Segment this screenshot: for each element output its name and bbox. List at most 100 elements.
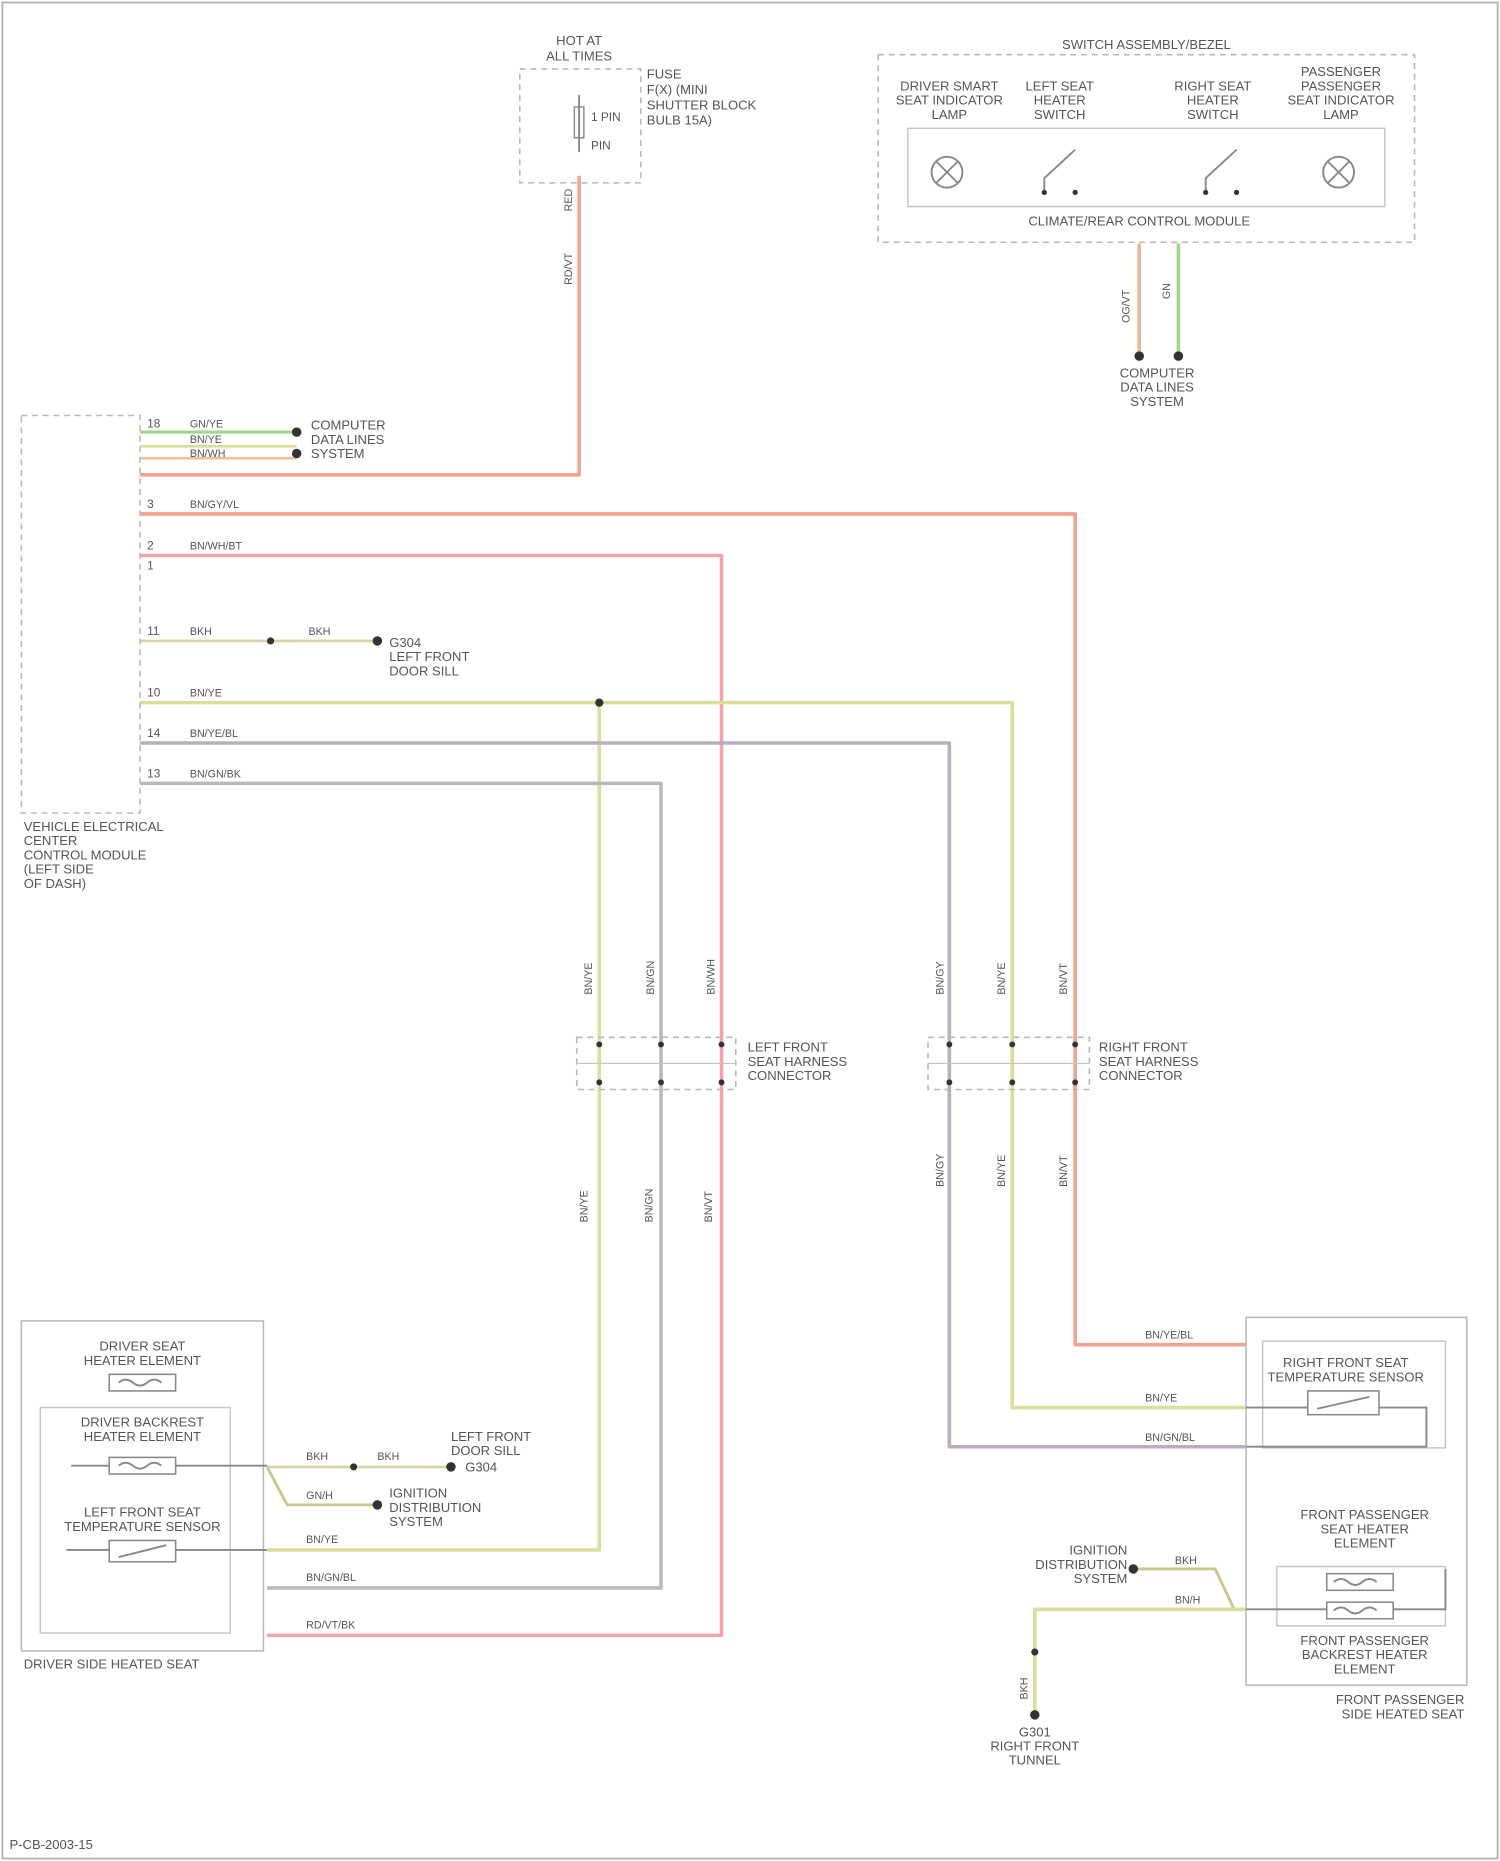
- bcm-pin-18: 18: [147, 416, 161, 430]
- climate-module-label: CLIMATE/REAR CONTROL MODULE: [1028, 214, 1250, 229]
- driver-ign-term: [373, 1500, 382, 1509]
- fuse-label-1: FUSE: [647, 66, 682, 81]
- vcode-l4: BN/GY: [934, 1154, 946, 1187]
- bcm-pin-14: 14: [147, 726, 161, 740]
- pass-backrest-heater-icon: [1327, 1602, 1393, 1619]
- climate-ground-3: SYSTEM: [1130, 394, 1184, 409]
- bcm-pin-10: 10: [147, 686, 161, 700]
- driver-wc-5: BN/GN/BL: [306, 1572, 356, 1584]
- g301-1: G301: [1019, 1724, 1051, 1739]
- vcode-u3: BN/WH: [705, 959, 717, 995]
- pass-wc-4: BKH: [1175, 1555, 1197, 1567]
- ground-lf-2: LEFT FRONT: [389, 649, 469, 664]
- pass-seat-heater-icon: [1327, 1574, 1393, 1591]
- switch-item-1c: LAMP: [932, 107, 968, 122]
- pass-backrest-2: BACKREST HEATER: [1302, 1647, 1428, 1662]
- bcm-pin-13: 13: [147, 766, 161, 780]
- pass-wc-1: BN/YE/BL: [1145, 1330, 1193, 1342]
- pass-wc-6: BKH: [1019, 1678, 1031, 1700]
- left-seat-switch-icon: [1042, 150, 1078, 195]
- wire-code-pin11b: BKH: [309, 626, 331, 638]
- wire-code-bcm-2: BN/YE: [190, 434, 222, 446]
- driver-wc-2: BKH: [377, 1451, 399, 1463]
- driver-indicator-lamp-icon: [932, 157, 963, 188]
- driver-backrest-2: HEATER ELEMENT: [84, 1429, 201, 1444]
- pass-wc-5: BN/H: [1175, 1594, 1201, 1606]
- switch-item-3b: HEATER: [1187, 93, 1239, 108]
- vcode-l2: BN/GN: [644, 1189, 656, 1223]
- vcode-l1: BN/YE: [578, 1190, 590, 1222]
- left-connector-2: SEAT HARNESS: [748, 1054, 848, 1069]
- wire-bcm-pin2: [140, 556, 721, 1636]
- ground-lf-3: DOOR SILL: [389, 663, 459, 678]
- bcm-data-term-1: [292, 427, 301, 436]
- driver-sensor-1: LEFT FRONT SEAT: [84, 1505, 201, 1520]
- ground-lf2-3: G304: [465, 1460, 497, 1475]
- wire-code-fuse-2: RD/VT: [563, 252, 575, 284]
- left-connector-1: LEFT FRONT: [748, 1040, 828, 1055]
- pass-backrest-1: FRONT PASSENGER: [1300, 1633, 1429, 1648]
- right-connector-3: CONNECTOR: [1099, 1068, 1183, 1083]
- bcm-pin-1: 1: [147, 559, 154, 573]
- driver-wc-4: BN/YE: [306, 1534, 338, 1546]
- pass-seat-2: SEAT HEATER: [1320, 1521, 1408, 1536]
- wire-code-pin13: BN/GN/BK: [190, 768, 241, 780]
- passenger-heated-seat: RIGHT FRONT SEAT TEMPERATURE SENSOR FRON…: [990, 1317, 1466, 1767]
- ground-lf2-1: LEFT FRONT: [451, 1429, 531, 1444]
- switch-item-4a: PASSENGER: [1301, 64, 1381, 79]
- wire-code-pin3: BN/GY/VL: [190, 499, 239, 511]
- driver-seat-title-1: DRIVER SEAT: [99, 1339, 185, 1354]
- switch-item-3a: RIGHT SEAT: [1174, 78, 1251, 93]
- vcode-u4: BN/GY: [934, 961, 946, 994]
- pass-wc-3: BN/GN/BL: [1145, 1432, 1195, 1444]
- vcode-l3: BN/VT: [703, 1191, 715, 1223]
- vertical-wire-codes: BN/YE BN/GN BN/WH BN/GY BN/YE BN/VT BN/Y…: [578, 959, 1069, 1222]
- driver-seat-title-2: HEATER ELEMENT: [84, 1353, 201, 1368]
- pass-seat-3: ELEMENT: [1334, 1536, 1396, 1551]
- ign-3: SYSTEM: [389, 1514, 443, 1529]
- right-connector-2: SEAT HARNESS: [1099, 1054, 1199, 1069]
- driver-footer: DRIVER SIDE HEATED SEAT: [24, 1657, 200, 1672]
- ground-lf2-2: DOOR SILL: [451, 1443, 521, 1458]
- wire-code-pin2: BN/WH/BT: [190, 541, 243, 553]
- pass-sensor-1: RIGHT FRONT SEAT: [1283, 1355, 1408, 1370]
- pass-sensor-2: TEMPERATURE SENSOR: [1268, 1369, 1424, 1384]
- bcm-label-5: OF DASH): [24, 876, 86, 891]
- right-seat-switch-icon: [1203, 150, 1239, 195]
- switch-item-1a: DRIVER SMART: [900, 78, 998, 93]
- pass-footer-1: FRONT PASSENGER: [1336, 1692, 1465, 1707]
- driver-wc-6: RD/VT/BK: [306, 1619, 355, 1631]
- bcm-pin-11: 11: [147, 624, 160, 638]
- g301-2: RIGHT FRONT: [990, 1739, 1079, 1754]
- fuse-label-3: SHUTTER BLOCK: [647, 97, 757, 112]
- vcode-l5: BN/YE: [996, 1155, 1008, 1187]
- wire-bcm-pin10b: [267, 703, 599, 1550]
- ign-2: DISTRIBUTION: [389, 1500, 481, 1515]
- driver-sensor-2: TEMPERATURE SENSOR: [64, 1519, 220, 1534]
- bcm-pin-2: 2: [147, 539, 154, 553]
- wire-bcm-pin3: [140, 514, 1246, 1345]
- wire-code-bcm-1: GN/YE: [190, 418, 223, 430]
- splice-pin10: [595, 698, 603, 706]
- switch-item-4d: LAMP: [1323, 107, 1359, 122]
- driver-ground-term: [446, 1462, 455, 1471]
- pass-ign-term: [1129, 1564, 1138, 1573]
- vcode-u5: BN/YE: [996, 963, 1008, 995]
- ground-lf-1: G304: [389, 635, 421, 650]
- wire-code-pin10: BN/YE: [190, 688, 222, 700]
- wire-bcm-pin14: [140, 743, 1246, 1447]
- wire-code-pin14: BN/YE/BL: [190, 728, 238, 740]
- driver-wc-3: GN/H: [306, 1490, 333, 1502]
- ground-term-g304: [373, 636, 382, 645]
- page-code: P-CB-2003-15: [9, 1837, 92, 1852]
- right-seat-connector: RIGHT FRONT SEAT HARNESS CONNECTOR: [928, 1037, 1199, 1089]
- switch-item-1b: SEAT INDICATOR: [896, 93, 1003, 108]
- climate-term-1: [1134, 351, 1143, 360]
- switch-item-2c: SWITCH: [1034, 107, 1085, 122]
- bcm-data-1: COMPUTER: [311, 418, 386, 433]
- bcm-label-2: CENTER: [24, 833, 78, 848]
- switch-item-4c: SEAT INDICATOR: [1287, 93, 1394, 108]
- driver-wc-1: BKH: [306, 1451, 328, 1463]
